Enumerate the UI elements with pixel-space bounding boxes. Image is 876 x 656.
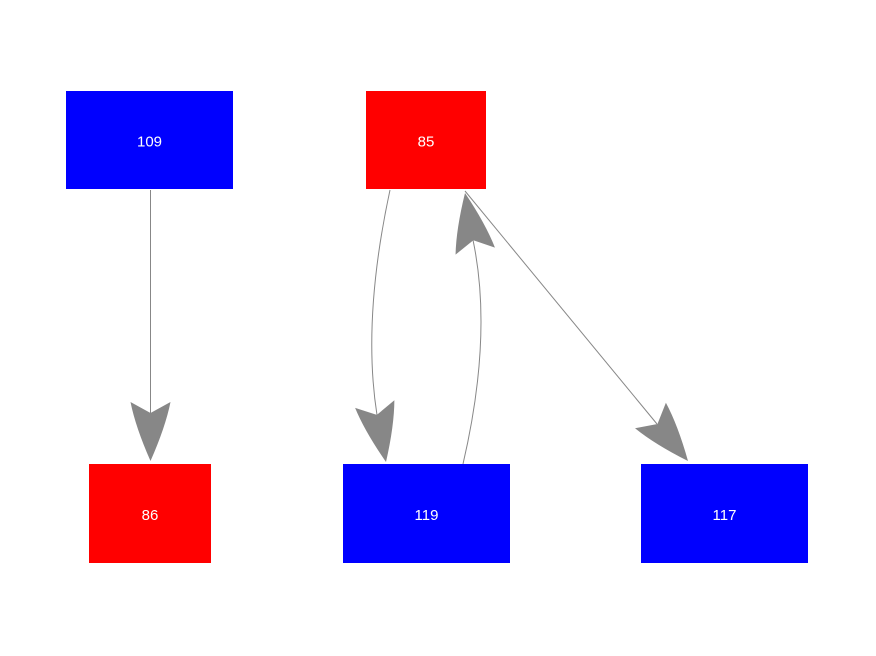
arrowhead-icon-119-to-85 xyxy=(455,193,495,255)
graph-node-117: 117 xyxy=(641,464,808,563)
node-label-119: 119 xyxy=(415,507,439,524)
node-rect-117 xyxy=(641,464,808,563)
node-rect-85 xyxy=(366,91,486,189)
node-rect-119 xyxy=(343,464,510,563)
node-rect-109 xyxy=(66,91,233,189)
edge-85-to-117 xyxy=(464,190,658,425)
node-label-86: 86 xyxy=(142,507,159,524)
node-label-109: 109 xyxy=(137,134,162,151)
graph-node-85: 85 xyxy=(366,91,486,189)
graph-node-119: 119 xyxy=(343,464,510,563)
arrowhead-icon-85-to-119 xyxy=(355,400,395,462)
arrowhead-icon-85-to-117 xyxy=(635,402,688,461)
node-label-117: 117 xyxy=(713,507,737,524)
graph-node-86: 86 xyxy=(89,464,211,563)
arrowhead-icon-109-to-86 xyxy=(130,402,171,461)
edge-119-to-85 xyxy=(462,239,482,465)
node-label-85: 85 xyxy=(418,134,435,151)
node-rect-86 xyxy=(89,464,211,563)
edge-85-to-119 xyxy=(371,189,391,416)
graph-node-109: 109 xyxy=(66,91,233,189)
